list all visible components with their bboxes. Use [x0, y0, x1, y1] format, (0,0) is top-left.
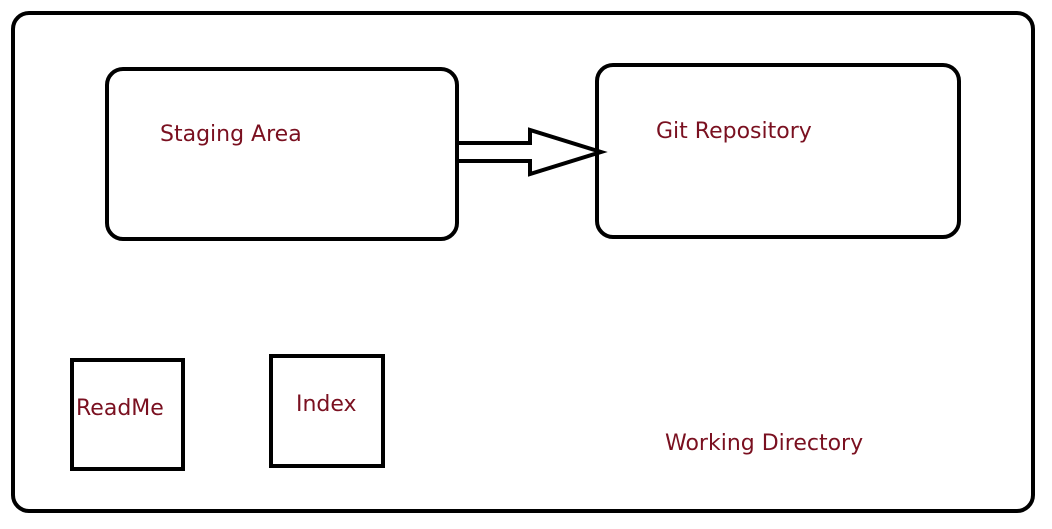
- file-readme-label: ReadMe: [76, 396, 164, 421]
- working-directory-frame: [11, 11, 1035, 513]
- file-readme-box: [70, 358, 185, 471]
- working-directory-label: Working Directory: [665, 431, 864, 456]
- hollow-right-arrow-icon: [455, 127, 608, 177]
- staging-area-box: [105, 67, 459, 241]
- git-repository-label: Git Repository: [656, 119, 812, 144]
- file-index-label: Index: [296, 392, 357, 417]
- staging-area-label: Staging Area: [160, 122, 302, 147]
- git-repository-box: [595, 63, 961, 239]
- file-index-box: [269, 354, 385, 468]
